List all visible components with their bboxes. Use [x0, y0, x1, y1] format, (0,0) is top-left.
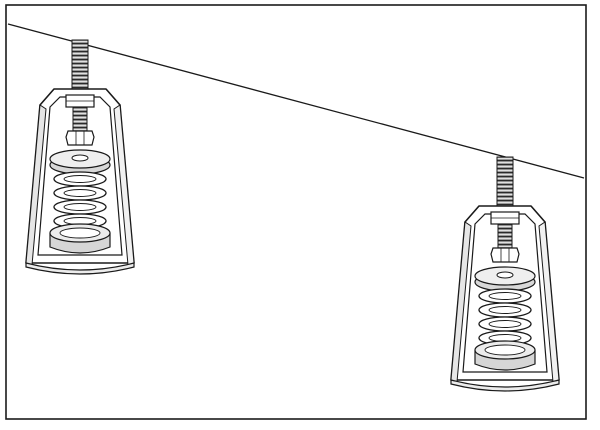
- ceiling-line: [7, 23, 585, 179]
- figure-border: [5, 4, 587, 420]
- spring-hanger-right: [450, 156, 560, 392]
- spring-hanger-left: [25, 39, 135, 275]
